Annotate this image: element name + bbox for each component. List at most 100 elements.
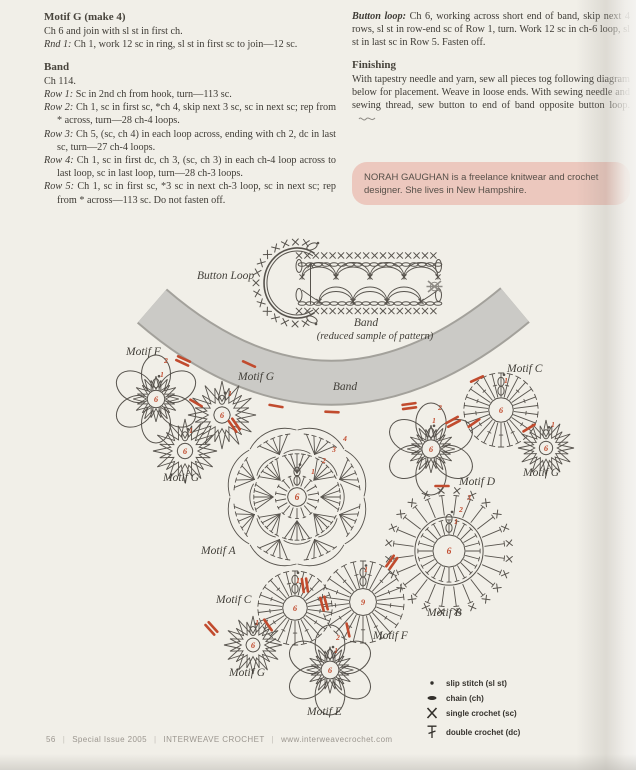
join-mark (345, 622, 351, 638)
join-mark (401, 401, 417, 407)
motif-center-number: 6 (251, 640, 256, 650)
finishing-text: With tapestry needle and yarn, sew all p… (352, 73, 630, 112)
motif-center-number: 6 (447, 547, 452, 557)
row-text: Ch 5, (sc, ch 4) in each loop across, en… (57, 128, 336, 153)
motif-star: 61 (223, 615, 283, 675)
join-mark (324, 410, 340, 414)
round-number: 2 (321, 456, 326, 465)
round-number: 1 (454, 517, 458, 526)
motif-center-number: 6 (293, 603, 298, 613)
join-mark (522, 423, 536, 433)
motif-star: 61 (187, 380, 257, 450)
finishing-heading: Finishing (352, 58, 397, 71)
row-label: Row 4: (44, 155, 74, 167)
row-text: Ch 1, sc in first sc, *ch 4, skip next 3… (57, 102, 336, 127)
instructions-left-column: Motif G (make 4) Ch 6 and join with sl s… (44, 10, 336, 207)
band-row: Row 4: Ch 1, sc in first dc, ch 3, (sc, … (44, 154, 336, 180)
round-label: Rnd 1: (44, 39, 72, 51)
row-label: Row 3: (44, 128, 74, 140)
website-url: www.interweavecrochet.com (281, 735, 393, 744)
legend-item: double crochet (dc) (424, 725, 520, 739)
footer-separator: | (62, 735, 66, 744)
round-number: 2 (335, 633, 340, 642)
motif-center-number: 6 (429, 444, 434, 454)
join-mark (268, 403, 284, 409)
join-mark (231, 417, 241, 431)
join-mark (401, 405, 418, 411)
motif-center-number: 6 (544, 443, 549, 453)
round-number: 1 (311, 467, 315, 476)
join-mark (204, 623, 216, 636)
slip-stitch-icon (430, 681, 434, 685)
button-loop-text: Ch 6, working across short end of band, … (352, 11, 630, 49)
round-number: 3 (331, 445, 336, 454)
legend-label: single crochet (sc) (446, 708, 517, 718)
round-number: 2 (458, 505, 463, 514)
join-mark (444, 415, 460, 425)
join-mark (227, 419, 238, 434)
button-loop-label-bold: Button loop: (352, 11, 406, 22)
round-number: 1 (160, 370, 164, 379)
legend-label: double crochet (dc) (446, 727, 521, 737)
end-of-pattern-icon (358, 117, 376, 121)
page-footer: 56 | Special Issue 2005 | INTERWEAVE CROCHET… (46, 735, 392, 744)
round-number: 1 (189, 426, 193, 435)
author-bio-text: is a freelance knitwear and crochet desi… (364, 172, 599, 196)
motif-center-number: 6 (183, 446, 188, 456)
join-mark (388, 556, 399, 571)
motif-center-number: 9 (361, 597, 366, 607)
round-number: 2 (437, 403, 442, 412)
row-text: Ch 1, sc in first dc, ch 3, (sc, ch 3) i… (57, 155, 336, 180)
join-mark (469, 374, 485, 384)
band-heading: Band (44, 60, 70, 73)
join-mark (176, 354, 192, 364)
row-text: Ch 1, sc in first sc, *3 sc in next ch-3… (57, 181, 337, 206)
motif-center-number: 6 (499, 405, 504, 415)
motif-center-number: 6 (154, 394, 159, 404)
motif-center-number: 6 (328, 665, 333, 675)
round-number: 1 (551, 420, 555, 429)
round-text: Ch 1, work 12 sc in ring, sl st in first… (74, 39, 298, 51)
row-label: Row 1: (44, 89, 74, 101)
legend-label: chain (ch) (446, 693, 484, 703)
motif-star: 61 (517, 419, 575, 477)
round-number: 1 (432, 416, 436, 425)
motif-star: 61 (152, 418, 218, 484)
band-row: Row 5: Ch 1, sc in first sc, *3 sc in ne… (44, 180, 336, 206)
motif-flower: 621 (289, 624, 371, 716)
row-label: Row 2: (44, 102, 74, 114)
join-mark (384, 554, 396, 568)
round-number: 1 (228, 389, 232, 398)
page-number: 56 (46, 735, 56, 744)
round-number: 1 (364, 565, 368, 574)
join-mark (207, 620, 219, 634)
instruction-line: Rnd 1: Ch 1, work 12 sc in ring, sl st i… (44, 38, 336, 51)
motif-flower: 6 2 1 (115, 354, 197, 444)
author-name: NORAH GAUGHAN (364, 172, 449, 183)
single-crochet-icon (426, 707, 438, 719)
issue-label: Special Issue 2005 (72, 735, 147, 744)
motif-center-number: 6 (295, 493, 300, 503)
join-mark (446, 419, 462, 429)
footer-separator: | (271, 735, 275, 744)
join-mark (467, 417, 481, 429)
magazine-name: INTERWEAVE CROCHET (163, 735, 265, 744)
footer-separator: | (154, 735, 157, 744)
band-row: Row 1: Sc in 2nd ch from hook, turn—113 … (44, 88, 336, 101)
round-number: 1 (255, 618, 259, 627)
join-mark (304, 577, 310, 593)
motif-spokes: 61 (257, 570, 333, 646)
chain-icon (427, 696, 437, 700)
instruction-line: Ch 114. (44, 75, 76, 87)
legend-label: slip stitch (sl st) (446, 678, 507, 688)
motif-spokes: 91 (321, 560, 405, 644)
round-number: 4 (342, 434, 347, 443)
join-mark (189, 398, 203, 408)
round-number: 2 (163, 356, 168, 365)
instructions-right-column: Button loop: Ch 6, working across short … (352, 10, 630, 126)
row-text: Sc in 2nd ch from hook, turn—113 sc. (75, 89, 232, 101)
join-mark (318, 596, 325, 612)
